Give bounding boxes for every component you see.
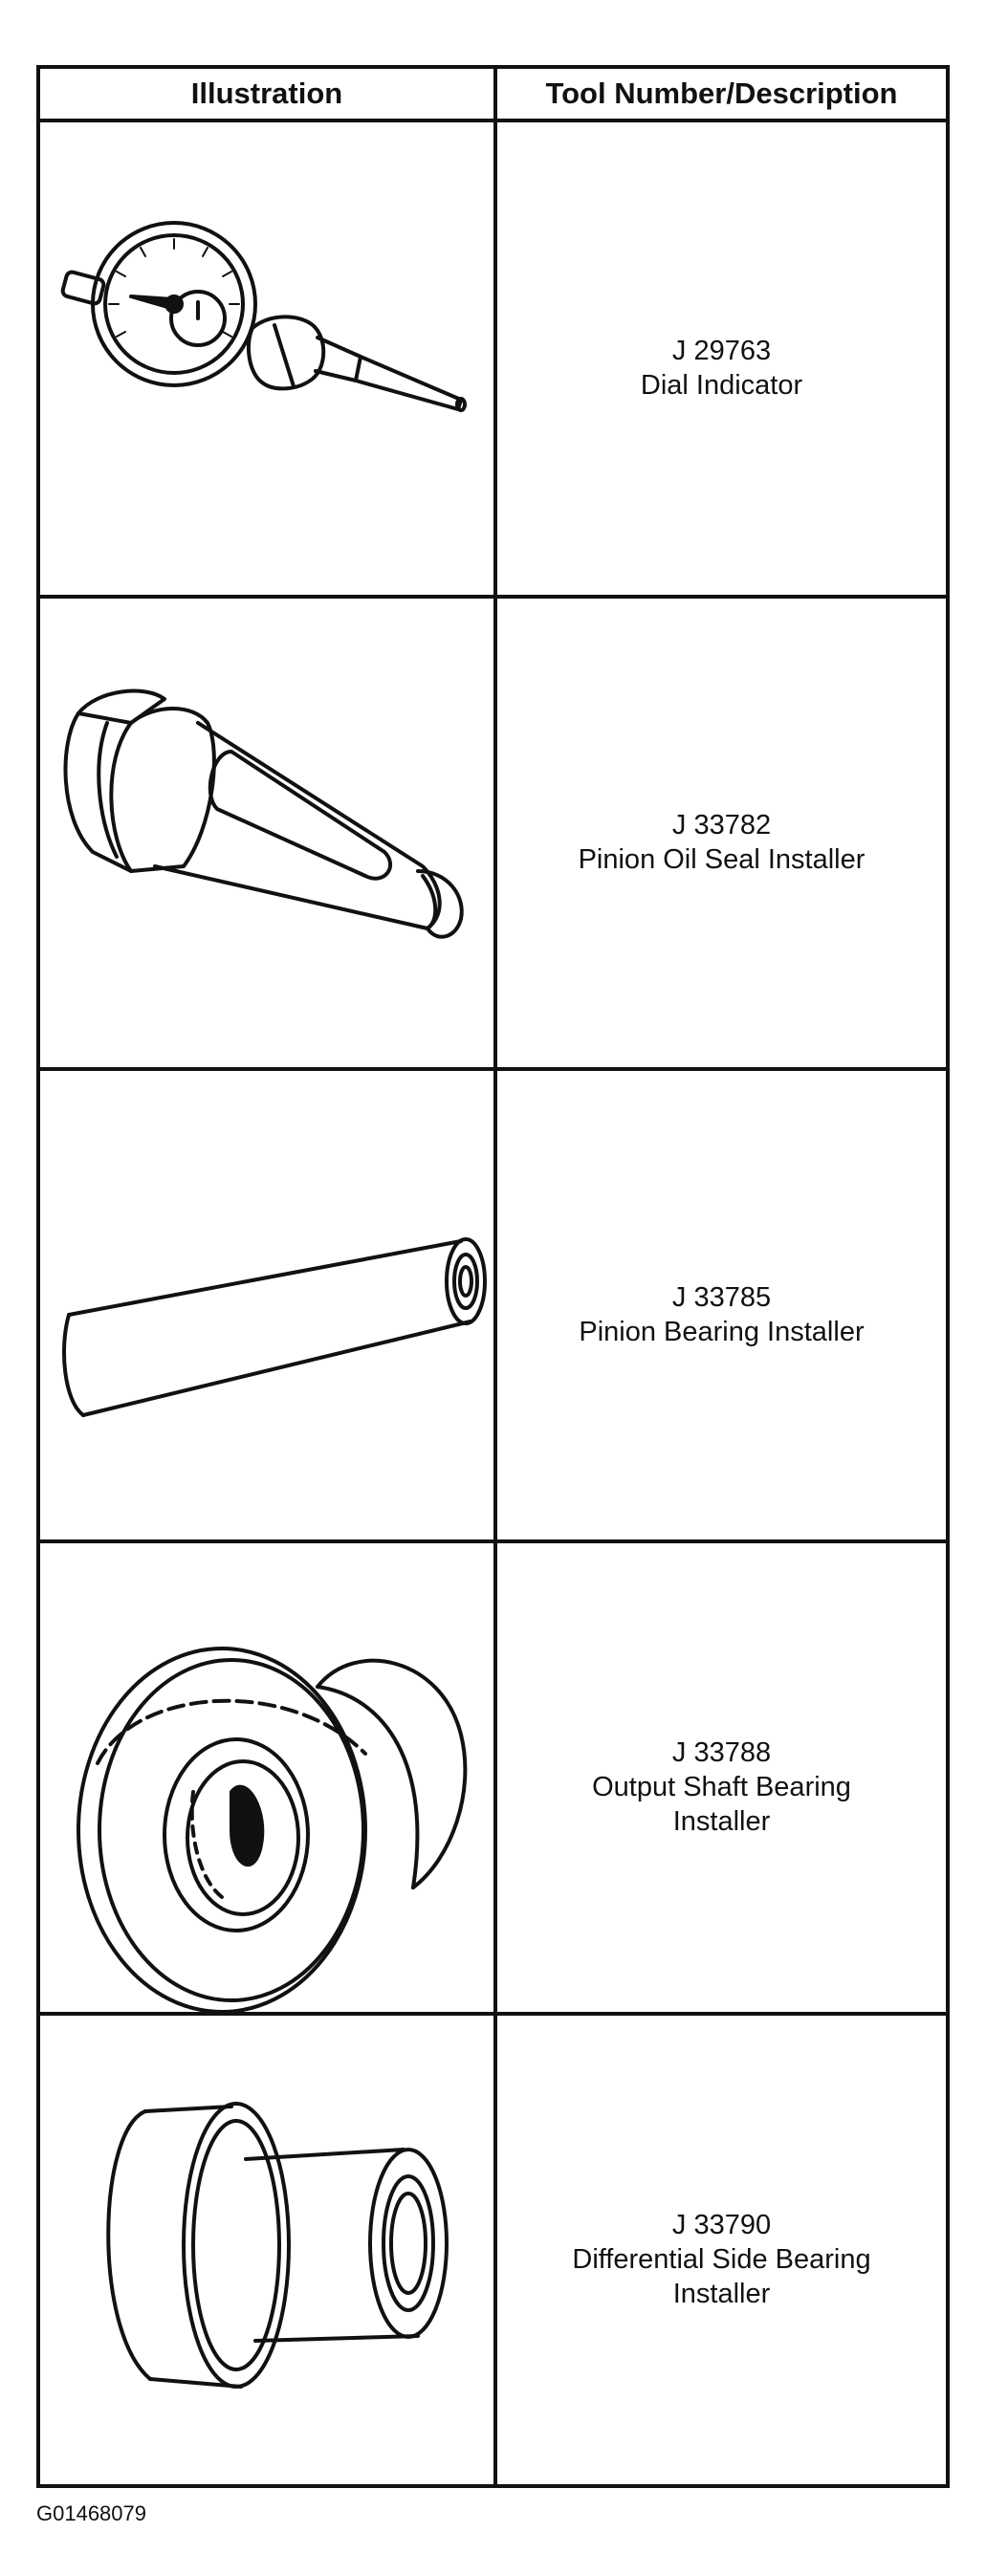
tool-description-cell: J 33788 Output Shaft Bearing Installer bbox=[497, 1543, 946, 2012]
tool-description-cell: J 33782 Pinion Oil Seal Installer bbox=[497, 599, 946, 1067]
tool-description-line2: Installer bbox=[672, 2279, 771, 2310]
tool-description: Dial Indicator bbox=[640, 370, 803, 401]
pinion-oil-seal-installer-icon bbox=[40, 599, 493, 1067]
header-illustration: Illustration bbox=[40, 69, 497, 119]
tool-number: J 33782 bbox=[671, 809, 772, 840]
tool-number: J 29763 bbox=[671, 335, 772, 366]
output-shaft-bearing-installer-icon bbox=[40, 1543, 493, 2012]
header-tool-description: Tool Number/Description bbox=[545, 76, 898, 110]
tool-description-cell: J 33790 Differential Side Bearing Instal… bbox=[497, 2016, 946, 2484]
tool-table: Illustration Tool Number/Description bbox=[36, 65, 950, 2488]
dial-indicator-icon bbox=[40, 122, 493, 591]
tool-number: J 33788 bbox=[671, 1736, 772, 1768]
illustration-cell bbox=[40, 1071, 497, 1539]
tool-description-cell: J 29763 Dial Indicator bbox=[497, 122, 946, 595]
tool-description: Output Shaft Bearing bbox=[592, 1771, 851, 1802]
table-header-row: Illustration Tool Number/Description bbox=[40, 69, 946, 122]
tool-number: J 33785 bbox=[671, 1281, 772, 1313]
tool-description-line2: Installer bbox=[672, 1806, 771, 1838]
illustration-cell bbox=[40, 1543, 497, 2012]
illustration-cell bbox=[40, 599, 497, 1067]
figure-id: G01468079 bbox=[36, 2501, 146, 2525]
pinion-bearing-installer-icon bbox=[40, 1071, 493, 1539]
tool-description-cell: J 33785 Pinion Bearing Installer bbox=[497, 1071, 946, 1539]
table-row: J 33782 Pinion Oil Seal Installer bbox=[40, 595, 946, 1067]
table-row: J 33790 Differential Side Bearing Instal… bbox=[40, 2012, 946, 2484]
table-row: J 33785 Pinion Bearing Installer bbox=[40, 1067, 946, 1539]
tool-description: Pinion Bearing Installer bbox=[579, 1317, 865, 1347]
tool-number: J 33790 bbox=[671, 2209, 772, 2240]
differential-side-bearing-installer-icon bbox=[40, 2016, 493, 2484]
table-row: J 29763 Dial Indicator bbox=[40, 122, 946, 595]
tool-description: Pinion Oil Seal Installer bbox=[578, 844, 865, 875]
illustration-cell bbox=[40, 2016, 497, 2484]
illustration-cell bbox=[40, 122, 497, 595]
tool-description: Differential Side Bearing bbox=[572, 2243, 871, 2275]
table-row: J 33788 Output Shaft Bearing Installer bbox=[40, 1539, 946, 2012]
